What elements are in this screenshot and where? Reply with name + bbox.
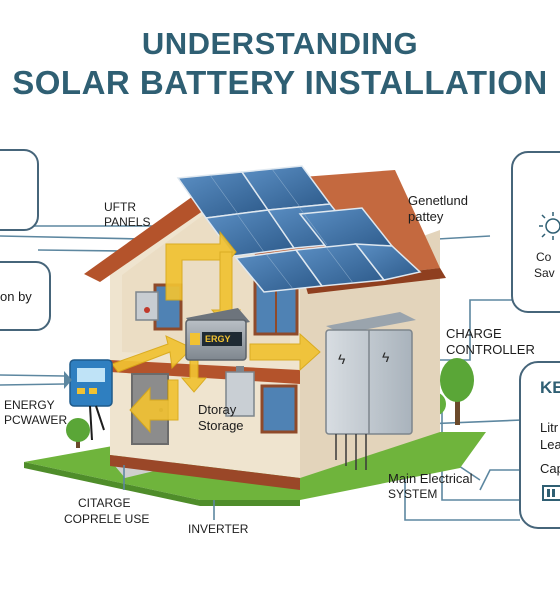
right-top-panel-text-2: Sav	[534, 266, 555, 280]
solar-panels	[176, 165, 422, 293]
battery-unit	[185, 308, 250, 361]
left-mid-panel	[0, 261, 51, 331]
charge-controller-label-line-2: CONTROLLER	[446, 342, 535, 357]
generated-battery-label-line-2: pattey	[408, 209, 444, 224]
charge-controller-cabinet: ϟ ϟ	[325, 312, 416, 470]
right-top-panel-text-1: Co	[536, 250, 552, 264]
left-top-panel	[0, 149, 39, 231]
energy-meter	[69, 359, 113, 441]
panels-label-line-1: UFTR	[104, 200, 136, 214]
svg-text:ϟ: ϟ	[382, 349, 390, 365]
distribution-box	[135, 291, 159, 321]
left-panel-text: on by	[0, 289, 32, 304]
inverter-label: INVERTER	[188, 522, 249, 536]
key-item-2: Lea	[540, 437, 560, 452]
battery-icon	[542, 485, 560, 501]
sun-icon	[539, 212, 560, 240]
main-electrical-label-line-1: Main Electrical	[388, 471, 473, 486]
energy-flow-arrows	[111, 230, 321, 434]
title-line-1: UNDERSTANDING	[141, 26, 419, 61]
main-electrical-label-line-2: SYSTEM	[388, 487, 438, 501]
generated-battery-label-line-1: Genetlund	[408, 193, 468, 208]
panels-label-line-2: PANELS	[104, 215, 151, 229]
charge-use-label-line-1: CITARGE	[78, 496, 131, 510]
key-item-1: Litr	[540, 420, 559, 435]
title-line-2: SOLAR BATTERY INSTALLATION	[12, 64, 548, 101]
key-item-3: Cap	[540, 461, 560, 476]
svg-text:ϟ: ϟ	[338, 351, 346, 367]
storage-label-line-1: Dtoray	[198, 402, 237, 417]
energy-power-label-line-2: PCWAWER	[4, 413, 68, 427]
storage-cabinet	[225, 366, 255, 417]
battery-brand-label: ERGY	[205, 334, 231, 344]
tree-left	[66, 418, 90, 448]
charge-controller-label-line-1: CHARGE	[446, 326, 502, 341]
key-panel-title: KE	[540, 378, 560, 397]
right-top-panel	[511, 151, 560, 313]
storage-label-line-2: Storage	[198, 418, 244, 433]
energy-power-label-line-1: ENERGY	[4, 398, 55, 412]
charge-use-label-line-2: COPRELE USE	[64, 512, 150, 526]
